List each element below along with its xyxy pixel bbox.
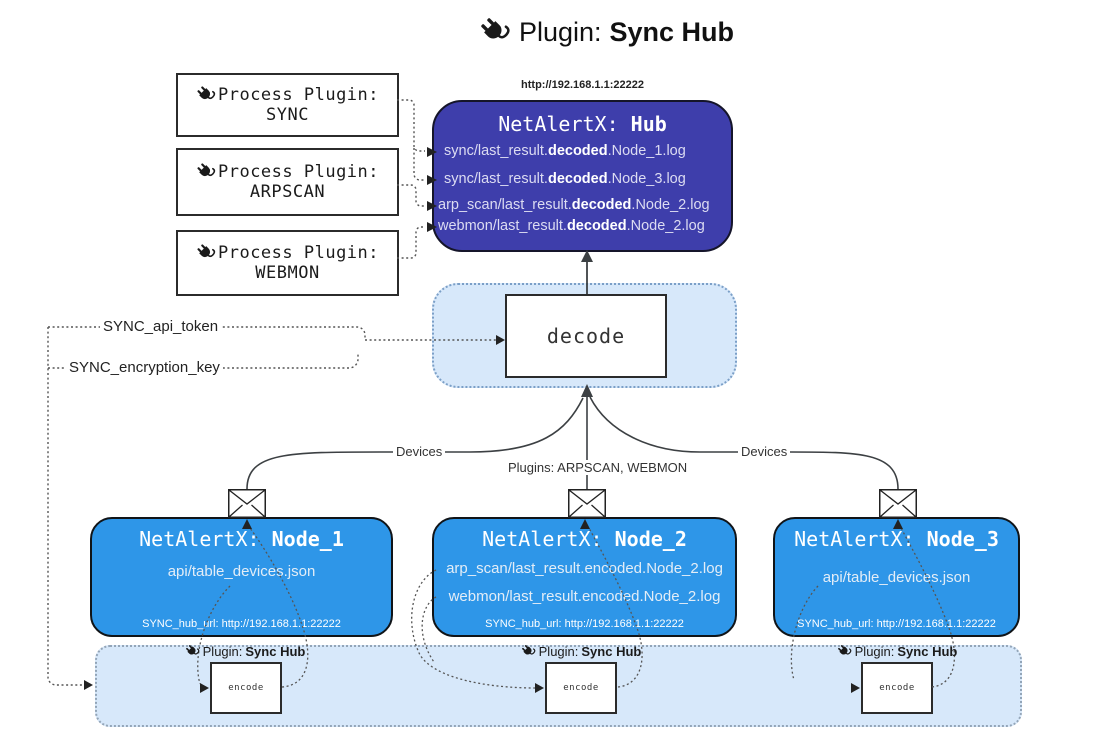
process-plugin-label: Process Plugin: xyxy=(217,243,380,263)
hub-title: NetAlertX: Hub xyxy=(432,112,733,136)
plugin-to-hub-connectors xyxy=(397,99,425,259)
decode-box: decode xyxy=(505,294,667,378)
power-plug-icon xyxy=(520,642,536,659)
power-plug-icon xyxy=(477,12,512,48)
power-plug-icon xyxy=(836,642,852,659)
process-plugin-label: Process Plugin: xyxy=(217,162,380,182)
devices-right-label: Devices xyxy=(738,444,791,459)
process-plugin-name: ARPSCAN xyxy=(249,182,326,202)
node-to-decode-curves xyxy=(246,396,899,490)
encode-label: encode xyxy=(228,683,264,693)
encode-panel-input-arrowhead xyxy=(84,680,93,690)
encode-box-1: encode xyxy=(210,662,282,714)
sync-api-token-label: SYNC_api_token xyxy=(100,318,222,335)
encode-label: encode xyxy=(879,683,915,693)
node-3-line: api/table_devices.json xyxy=(822,569,971,586)
node-2-line: arp_scan/last_result.encoded.Node_2.log xyxy=(446,560,723,577)
node-1-title: NetAlertX: Node_1 xyxy=(139,527,344,551)
envelope-icon xyxy=(568,489,606,518)
page-title: Plugin: Sync Hub xyxy=(0,12,1117,48)
hub-url: http://192.168.1.1:22222 xyxy=(521,79,644,91)
hub-log-line: sync/last_result.decoded.Node_3.log xyxy=(444,171,686,187)
hub-log-line: sync/last_result.decoded.Node_1.log xyxy=(444,143,686,159)
encoder-1-label: Plugin: Sync Hub xyxy=(160,642,330,659)
node-1-hub-url: SYNC_hub_url: http://192.168.1.1:22222 xyxy=(142,618,341,630)
envelope-icon xyxy=(879,489,917,518)
hub-title-bold: Hub xyxy=(630,112,667,136)
node-1-line: api/table_devices.json xyxy=(167,563,316,580)
encode-box-2: encode xyxy=(545,662,617,714)
node-3-hub-url: SYNC_hub_url: http://192.168.1.1:22222 xyxy=(797,618,996,630)
sync-encryption-key-label: SYNC_encryption_key xyxy=(66,359,223,376)
page-title-prefix: Plugin: xyxy=(518,16,602,47)
power-plug-icon xyxy=(195,82,217,105)
devices-left-label: Devices xyxy=(393,444,446,459)
node-2-hub-url: SYNC_hub_url: http://192.168.1.1:22222 xyxy=(485,618,684,630)
node-2-title: NetAlertX: Node_2 xyxy=(482,527,687,551)
power-plug-icon xyxy=(195,159,217,182)
node-1-box xyxy=(90,517,393,637)
process-plugin-box-webmon: Process Plugin: WEBMON xyxy=(176,230,399,296)
process-plugin-name: SYNC xyxy=(266,105,309,125)
hub-log-line: arp_scan/last_result.decoded.Node_2.log xyxy=(438,197,710,213)
process-plugin-box-arpscan: Process Plugin: ARPSCAN xyxy=(176,148,399,216)
plugins-middle-label: Plugins: ARPSCAN, WEBMON xyxy=(505,460,691,475)
encoder-2-label: Plugin: Sync Hub xyxy=(496,642,666,659)
node-2-line: webmon/last_result.encoded.Node_2.log xyxy=(448,588,721,605)
page-title-bold: Sync Hub xyxy=(609,16,735,47)
envelope-icon xyxy=(228,489,266,518)
process-plugin-box-sync: Process Plugin: SYNC xyxy=(176,73,399,137)
hub-title-prefix: NetAlertX: xyxy=(498,112,619,136)
process-plugin-name: WEBMON xyxy=(255,263,320,283)
power-plug-icon xyxy=(184,642,200,659)
hub-box xyxy=(432,100,733,252)
node-3-title: NetAlertX: Node_3 xyxy=(794,527,999,551)
encoder-3-label: Plugin: Sync Hub xyxy=(812,642,982,659)
encode-label: encode xyxy=(563,683,599,693)
decode-label: decode xyxy=(546,324,626,348)
process-plugin-label: Process Plugin: xyxy=(217,85,380,105)
power-plug-icon xyxy=(195,240,217,263)
hub-log-line: webmon/last_result.decoded.Node_2.log xyxy=(438,218,705,234)
encode-box-3: encode xyxy=(861,662,933,714)
